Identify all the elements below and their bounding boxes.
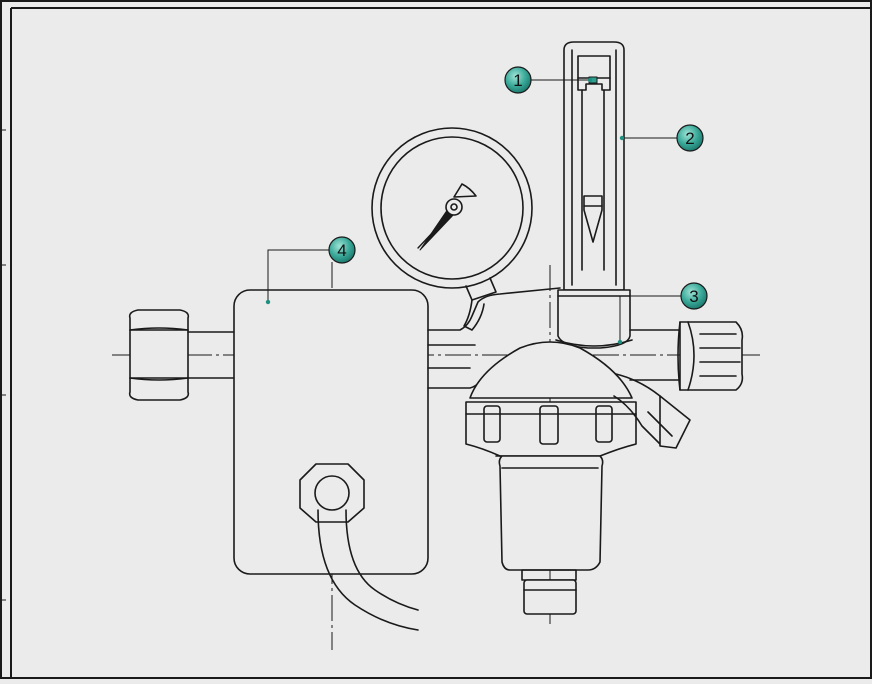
lower-body (495, 455, 604, 615)
callout-3: 3 (680, 282, 708, 310)
flowmeter-base (555, 289, 633, 349)
callout-3-number: 3 (689, 287, 698, 306)
callout-4-number: 4 (337, 241, 346, 260)
outlet-nozzle (613, 373, 691, 449)
callout-2-number: 2 (685, 129, 694, 148)
callout-leaders (267, 79, 682, 342)
callout-2: 2 (676, 124, 704, 152)
callout-1-number: 1 (513, 71, 522, 90)
callout-4: 4 (328, 236, 356, 264)
pressure-gauge (371, 127, 533, 331)
valve-dome-housing (465, 341, 637, 457)
center-lines (112, 262, 760, 650)
adjustment-knob (629, 321, 744, 391)
inlet-hex-nut (128, 309, 235, 401)
flowmeter-tube (563, 41, 625, 291)
callout-1: 1 (504, 66, 532, 94)
leader-dots (265, 77, 625, 345)
regulator-body-block (233, 289, 429, 631)
